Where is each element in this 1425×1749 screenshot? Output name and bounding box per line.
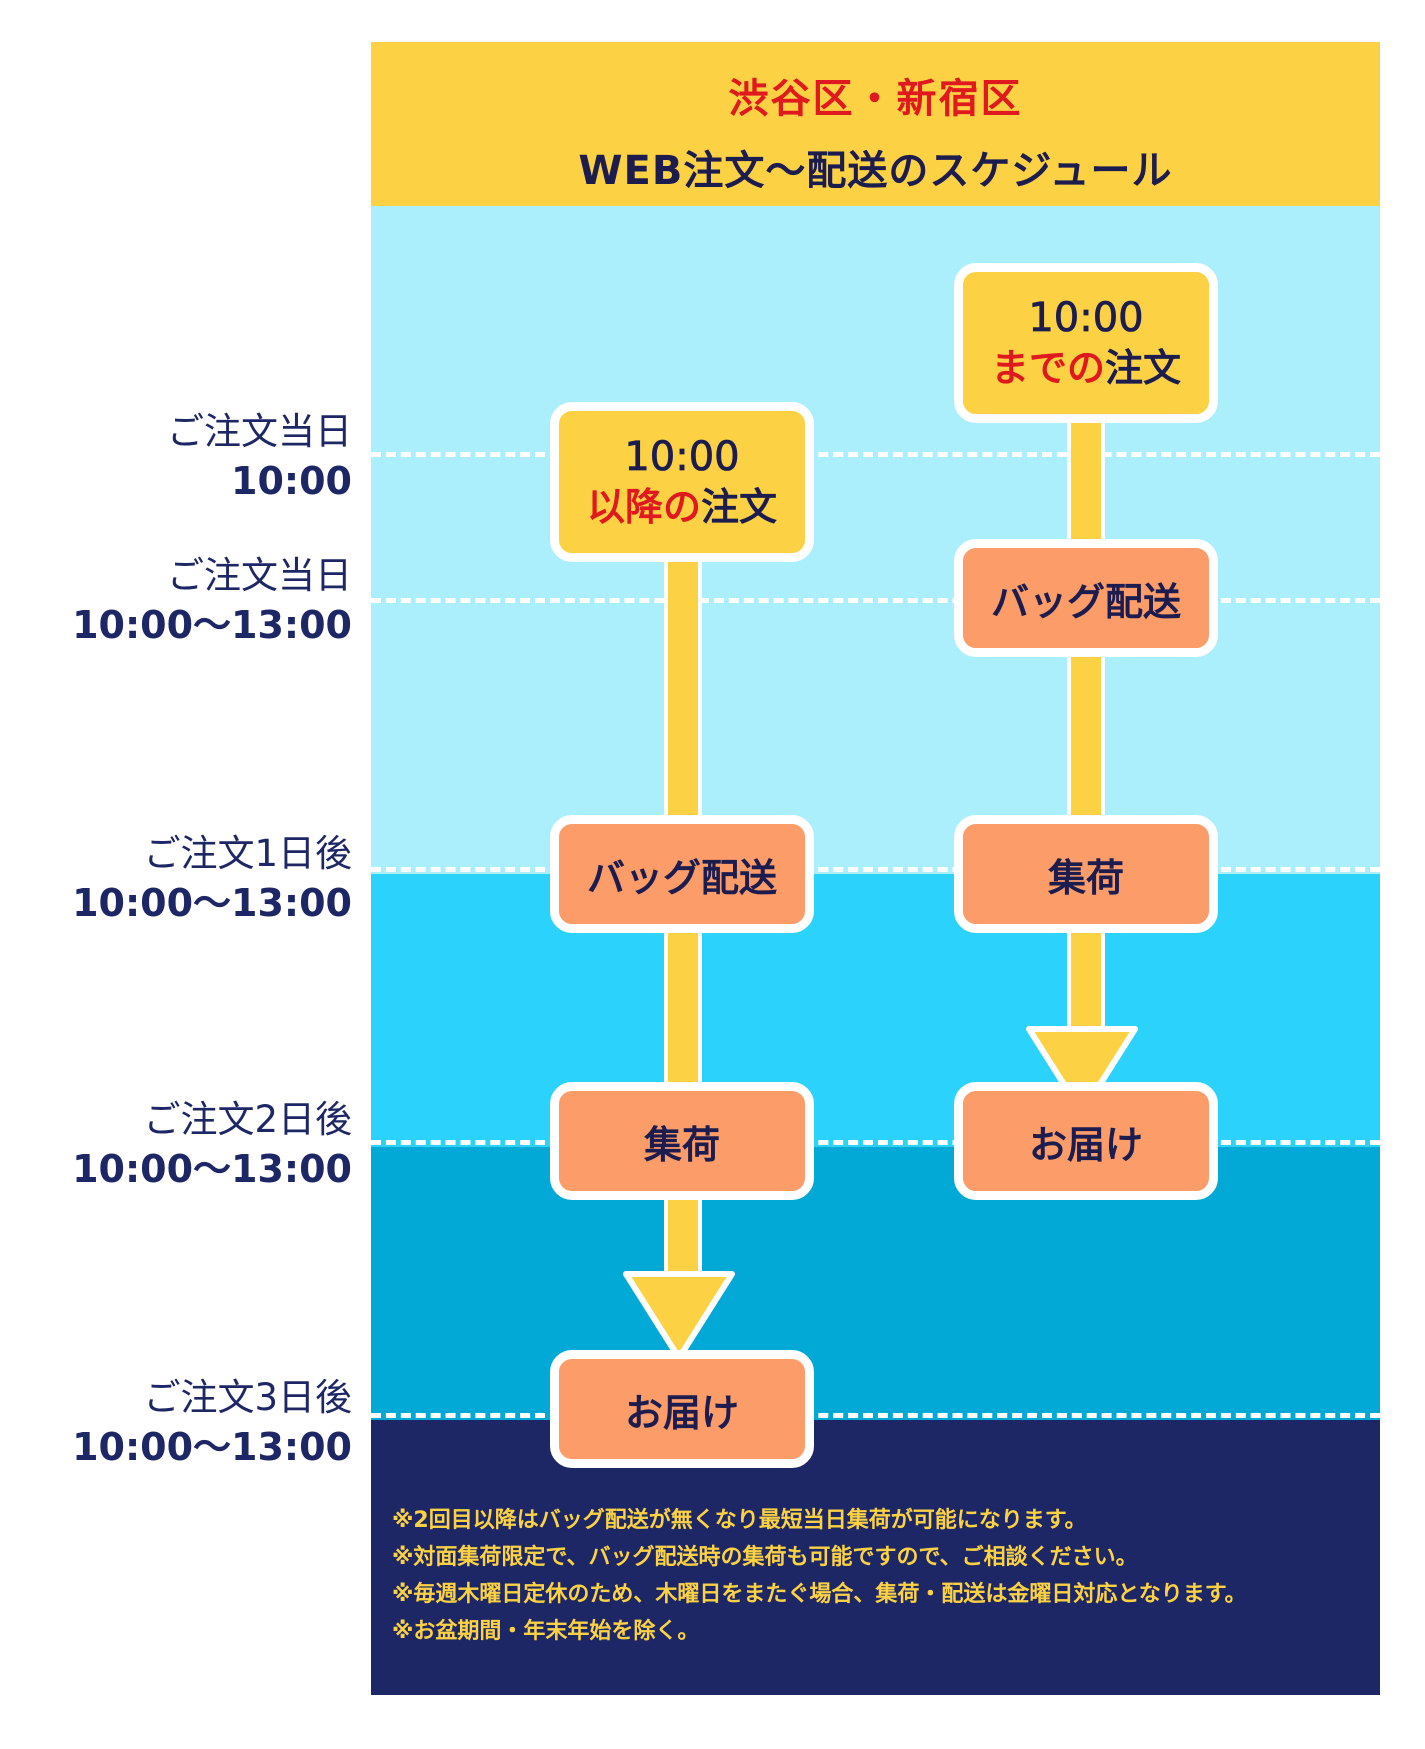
note-item: ※対面集荷限定で、バッグ配送時の集荷も可能ですので、ご相談ください。 (392, 1545, 1138, 1570)
step-label: 集荷 (1047, 855, 1124, 900)
time-label-day: ご注文2日後 (143, 1098, 352, 1141)
flow-connector (1067, 415, 1105, 555)
note-item: ※お盆期間・年末年始を除く。 (392, 1619, 700, 1644)
time-label-day: ご注文当日 (167, 554, 352, 597)
time-line-divider (371, 598, 1380, 603)
start-label-rest: 注文 (1105, 346, 1182, 390)
start-label: までの注文 (991, 343, 1181, 393)
time-label-time: 10:00〜13:00 (72, 1147, 352, 1191)
flow-connector (664, 1195, 702, 1275)
start-label-emphasis: までの (990, 346, 1105, 390)
flow-connector (1067, 925, 1105, 1030)
start-label-rest: 注文 (701, 485, 778, 529)
time-line-divider (371, 867, 1380, 872)
start-box-after-10: 10:00 以降の注文 (550, 402, 814, 562)
time-line-divider (371, 1140, 1380, 1145)
time-label: ご注文1日後 10:00〜13:00 (12, 830, 352, 928)
band-day1 (371, 874, 1380, 1147)
start-time: 10:00 (624, 434, 740, 481)
notes-panel (371, 1420, 1380, 1695)
time-label: ご注文2日後 10:00〜13:00 (12, 1096, 352, 1194)
time-line-divider (371, 452, 1380, 457)
flow-connector (664, 925, 702, 1095)
schedule-title: WEB注文〜配送のスケジュール (578, 148, 1173, 194)
start-time: 10:00 (1028, 295, 1144, 342)
time-label-day: ご注文当日 (167, 410, 352, 453)
step-bag-delivery: バッグ配送 (954, 539, 1218, 657)
step-label: バッグ配送 (990, 579, 1181, 624)
step-label: 集荷 (643, 1122, 720, 1167)
time-label: ご注文当日 10:00 (12, 408, 352, 506)
time-label-time: 10:00 (231, 459, 352, 503)
time-label-time: 10:00〜13:00 (72, 881, 352, 925)
step-bag-delivery: バッグ配送 (550, 815, 814, 933)
title-banner: 渋谷区・新宿区 WEB注文〜配送のスケジュール (371, 42, 1380, 206)
time-label-time: 10:00〜13:00 (72, 603, 352, 647)
flow-connector (1067, 655, 1105, 835)
band-day2 (371, 1147, 1380, 1420)
step-pickup: 集荷 (550, 1082, 814, 1200)
step-delivery: お届け (954, 1082, 1218, 1200)
step-delivery: お届け (550, 1350, 814, 1468)
flow-connector (664, 555, 702, 835)
step-label: バッグ配送 (586, 855, 777, 900)
arrow-down-icon (1026, 1026, 1138, 1116)
time-label: ご注文当日 10:00〜13:00 (12, 552, 352, 650)
time-label-day: ご注文1日後 (143, 832, 352, 875)
time-line-divider (371, 1413, 1380, 1418)
arrow-down-icon (623, 1271, 735, 1361)
band-day0 (371, 206, 1380, 874)
area-title: 渋谷区・新宿区 (728, 76, 1023, 122)
time-label-day: ご注文3日後 (143, 1376, 352, 1419)
step-label: お届け (624, 1390, 739, 1435)
start-label-emphasis: 以降の (586, 485, 701, 529)
time-label: ご注文3日後 10:00〜13:00 (12, 1374, 352, 1472)
time-label-time: 10:00〜13:00 (72, 1425, 352, 1469)
notes-list: ※2回目以降はバッグ配送が無くなり最短当日集荷が可能になります。 ※対面集荷限定… (392, 1502, 1372, 1650)
start-box-before-10: 10:00 までの注文 (954, 263, 1218, 423)
step-label: お届け (1028, 1122, 1143, 1167)
note-item: ※毎週木曜日定休のため、木曜日をまたぐ場合、集荷・配送は金曜日対応となります。 (392, 1582, 1247, 1607)
note-item: ※2回目以降はバッグ配送が無くなり最短当日集荷が可能になります。 (392, 1508, 1087, 1533)
step-pickup: 集荷 (954, 815, 1218, 933)
start-label: 以降の注文 (587, 482, 777, 532)
